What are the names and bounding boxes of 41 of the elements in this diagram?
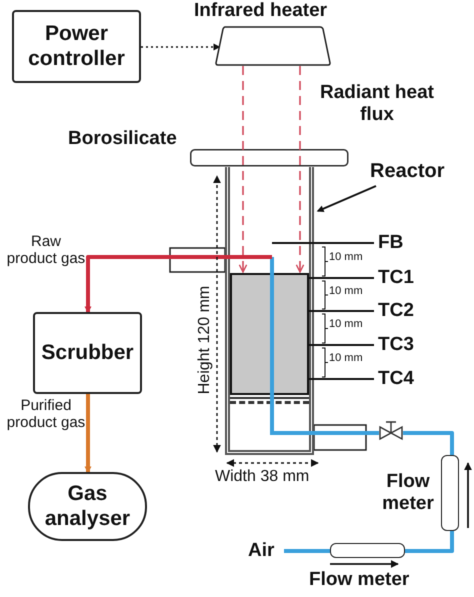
- arrow: [141, 44, 220, 50]
- thermocouple-label: FB: [378, 232, 404, 254]
- leader-line: [309, 344, 374, 346]
- reactor-label: Reactor: [370, 160, 444, 183]
- process-box: Power controller: [12, 10, 141, 83]
- thermocouple-label: TC1: [378, 267, 414, 289]
- pipe-line: [403, 431, 454, 455]
- dimension-label: 10 mm: [329, 251, 363, 264]
- leader-line: [309, 310, 374, 312]
- leader-line: [309, 378, 374, 380]
- plate-label: Borosilicate: [68, 128, 177, 150]
- arrow: [238, 66, 248, 273]
- pipe-line: [405, 531, 454, 553]
- dimension-label: 10 mm: [329, 285, 363, 298]
- flow-meter-label: Flow meter: [309, 569, 410, 591]
- pipe-line: [314, 431, 379, 435]
- leader-line: [272, 242, 374, 244]
- leader-line: [309, 277, 374, 279]
- arrow: [296, 66, 304, 273]
- pipe-arrow: [84, 255, 225, 314]
- air-inlet-label: Air: [248, 540, 274, 562]
- process-box: Gas analyser: [28, 472, 147, 541]
- reactor-tube: [225, 167, 314, 455]
- dimension-label: 10 mm: [329, 352, 363, 365]
- pipe-arrow: [84, 394, 92, 474]
- edge-label: Raw product gas: [6, 233, 86, 268]
- process-box: Scrubber: [33, 312, 142, 394]
- pipe-line: [284, 549, 330, 553]
- heater-label: Infrared heater: [194, 0, 328, 22]
- dimension-label: Width 38 mm: [215, 468, 310, 486]
- thermocouple-label: TC2: [378, 300, 414, 322]
- annotation-text: Radiant heat flux: [318, 82, 436, 126]
- thermocouple-label: TC4: [378, 368, 414, 390]
- arrow: [316, 185, 376, 212]
- valve-symbol: [379, 420, 403, 442]
- dimension-label: 10 mm: [329, 318, 363, 331]
- thermocouple-label: TC3: [378, 334, 414, 356]
- packed-bed: [230, 273, 309, 395]
- dimension-label: Height 120 mm: [196, 284, 214, 396]
- edge-label: Purified product gas: [6, 397, 86, 432]
- flow-meter-label: Flow meter: [381, 471, 435, 515]
